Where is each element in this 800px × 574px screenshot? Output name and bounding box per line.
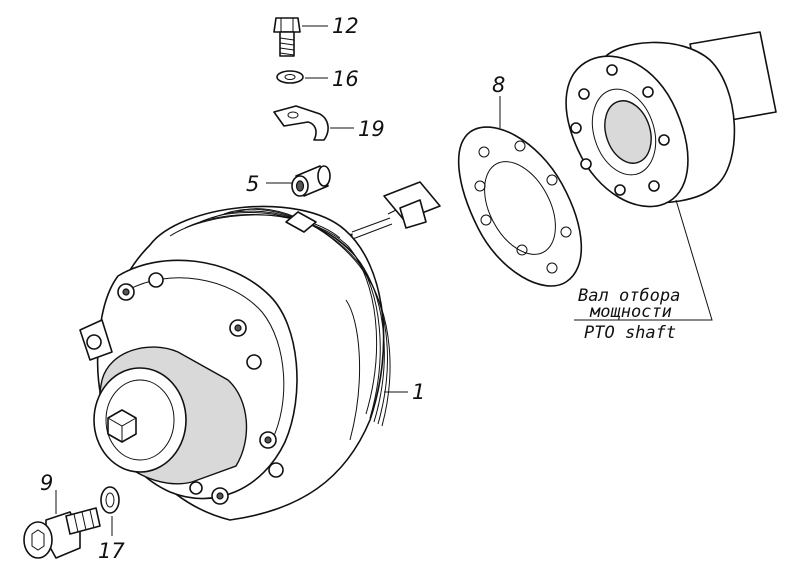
callout-19: 19	[358, 117, 385, 141]
bracket-clip	[273, 105, 329, 141]
clutch-assembly	[79, 205, 391, 521]
lug-bolts	[79, 272, 284, 505]
callout-1: 1	[412, 380, 425, 404]
bolt-bottom	[23, 507, 101, 559]
callout-9: 9	[40, 471, 53, 495]
callout-16: 16	[332, 67, 359, 91]
bushing	[291, 165, 331, 197]
caption-en: PTO shaft	[584, 323, 676, 343]
pto-shaft-flange	[565, 31, 777, 208]
leader-pto-shaft	[574, 199, 713, 321]
callout-17: 17	[98, 539, 125, 563]
caption-ru-line1: Вал отбора	[578, 286, 680, 306]
gasket	[457, 126, 583, 287]
electrical-connector	[339, 181, 441, 245]
callout-5: 5	[246, 172, 259, 196]
hub	[93, 346, 248, 485]
callout-8: 8	[492, 73, 505, 97]
washer-bottom	[100, 486, 120, 514]
bolt-top	[273, 17, 301, 57]
washer-top	[276, 70, 304, 84]
callout-12: 12	[332, 14, 359, 38]
caption-ru-line2: мощности	[589, 302, 672, 322]
